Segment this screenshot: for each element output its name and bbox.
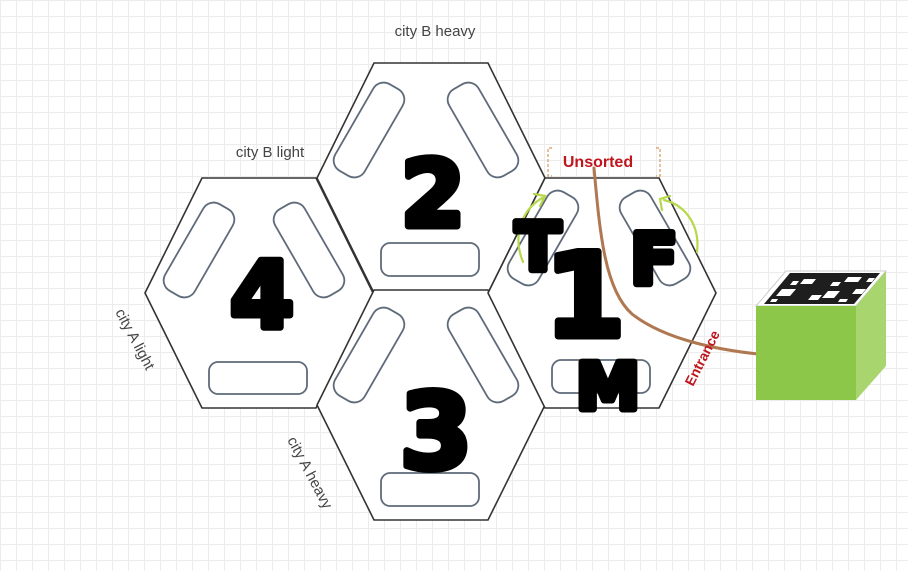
shelf-slot [446,306,520,404]
city-b-heavy-label: city B heavy [395,23,476,40]
shelf-slot [618,189,692,287]
cell-letter-f: F [630,219,678,301]
cell-letter-t: T [515,209,560,286]
green-arrow-right [658,194,699,254]
shelf-slot [332,306,406,404]
city-a-heavy-label: city A heavy [283,434,335,512]
city-b-light-label: city B light [236,144,305,161]
route-line [592,166,760,356]
unsorted-label: Unsorted [563,154,633,171]
shelf-slot [332,81,406,179]
entrance-box [754,270,888,400]
shelf-slot [551,359,651,394]
box-side-face [856,271,886,400]
cell-letter-m: M [576,351,640,425]
shelf-slot [506,189,580,287]
cell-number-2: 2 [401,141,465,248]
shelf-slot [162,201,236,299]
city-a-light-label: city A light [111,306,158,374]
green-arrow-left [517,192,547,264]
unsorted-bracket [547,147,661,177]
cell-number-3: 3 [400,371,472,493]
shelf-slot [380,242,480,277]
unsorted-area: Unsorted [547,147,661,177]
shelf-slot [446,81,520,179]
hex-cell-1 [487,177,717,409]
qr-code-icon [764,273,880,304]
cell-number-4: 4 [230,242,294,349]
hex-cell-4 [144,177,374,409]
shelf-slot [208,361,308,395]
shelf-slot [380,472,480,507]
cell-number-1: 1 [545,229,626,364]
box-front-face [756,306,856,400]
shelf-slot [272,201,346,299]
